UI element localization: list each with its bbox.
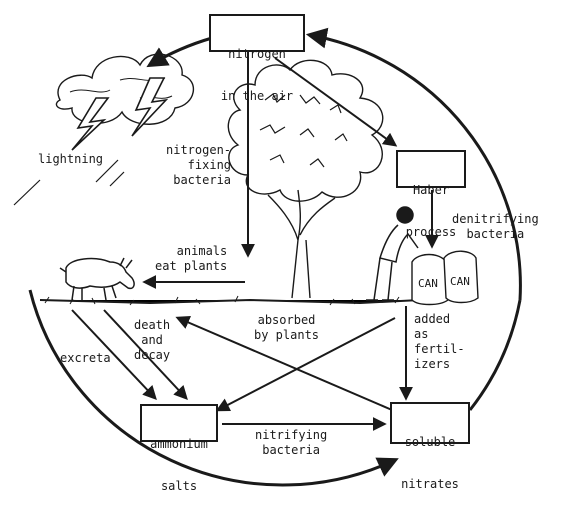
- arc-right-lower: [470, 300, 520, 410]
- label-added-as-fertilizers: added as fertil- izers: [414, 312, 465, 372]
- tree-trunk: [268, 190, 335, 298]
- lightning-bolts: [72, 78, 166, 150]
- lightning-bolt-1: [72, 98, 108, 150]
- bag-label-1: CAN: [418, 277, 438, 290]
- label-absorbed-by-plants: absorbed by plants: [254, 313, 319, 343]
- label-lightning: lightning: [38, 152, 103, 167]
- node-soluble-nitrates: soluble nitrates: [390, 402, 470, 444]
- label-nitrogen-fixing-bacteria: nitrogen- fixing bacteria: [166, 143, 231, 188]
- label-excreta: excreta: [60, 351, 111, 366]
- arc-nitrogen-to-lightning: [150, 38, 212, 65]
- node-haber-process: Haber process: [396, 150, 466, 188]
- ground: [40, 296, 420, 305]
- node-nitrogen-in-the-air: nitrogen in the air: [209, 14, 305, 52]
- label-animals-eat-plants: animals eat plants: [155, 244, 227, 274]
- node-ammonium-salts: ammonium salts: [140, 404, 218, 442]
- storm-cloud: [56, 54, 193, 124]
- label-nitrifying-bacteria: nitrifying bacteria: [255, 428, 327, 458]
- label-denitrifying-bacteria: denitrifying bacteria: [452, 212, 539, 242]
- bag-label-2: CAN: [450, 275, 470, 288]
- goat: [60, 258, 134, 300]
- lightning-bolt-2: [132, 78, 166, 136]
- label-death-and-decay: death and decay: [134, 318, 170, 363]
